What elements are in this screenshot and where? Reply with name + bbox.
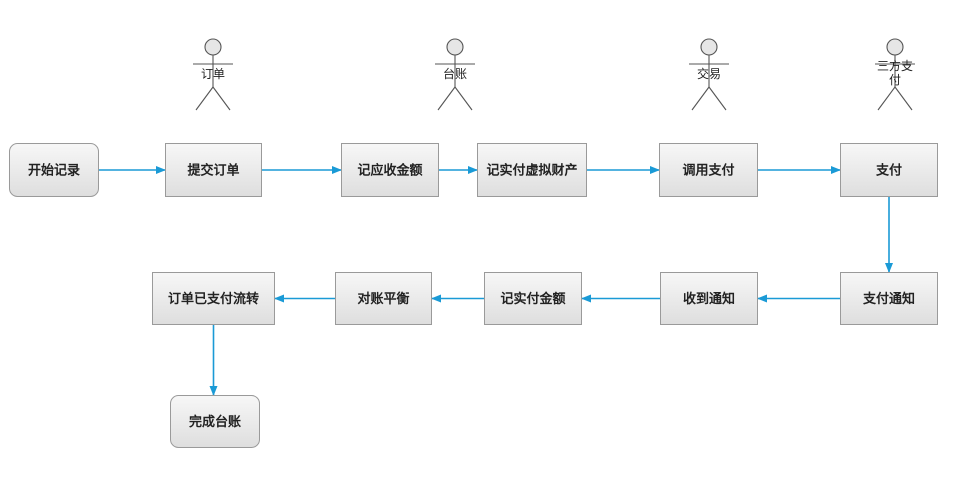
node-start-record[interactable]: 开始记录 — [9, 143, 99, 197]
actor-label-line2: 付 — [889, 73, 901, 87]
actor-stroke — [877, 86, 896, 111]
node-box — [152, 272, 275, 325]
node-label: 支付 — [875, 163, 902, 179]
actor-stroke — [894, 86, 913, 111]
node-label: 订单已支付流转 — [168, 291, 259, 307]
node-box — [335, 272, 432, 325]
actor-icon — [886, 38, 904, 56]
node-reconcile-balance[interactable]: 对账平衡 — [335, 272, 432, 325]
actor-ledger: 台账 — [435, 38, 475, 111]
node-payment-notice[interactable]: 支付通知 — [840, 272, 938, 325]
node-label: 记实付金额 — [500, 291, 565, 307]
actor-icon — [700, 38, 718, 56]
node-submit-order[interactable]: 提交订单 — [165, 143, 262, 197]
edges-layer — [99, 166, 893, 396]
node-box — [660, 272, 758, 325]
actor-label: 交易 — [697, 66, 721, 81]
node-record-receivable[interactable]: 记应收金额 — [341, 143, 439, 197]
actor-stroke — [212, 86, 231, 111]
node-box — [840, 143, 938, 197]
nodes-layer: 开始记录 提交订单 记应收金额 记实付虚拟财产 调用支付 支付 支付通知 收到通… — [9, 143, 938, 448]
actor-stroke — [691, 86, 710, 111]
node-receive-notice[interactable]: 收到通知 — [660, 272, 758, 325]
node-box — [484, 272, 582, 325]
actor-icon — [204, 38, 222, 56]
actor-stroke — [437, 86, 456, 111]
node-label: 提交订单 — [187, 163, 239, 179]
actor-label: 三方支 — [877, 58, 913, 73]
node-label: 记实付虚拟财产 — [486, 163, 577, 179]
node-order-paid-flow[interactable]: 订单已支付流转 — [152, 272, 275, 325]
node-box — [9, 143, 99, 197]
node-label: 完成台账 — [189, 414, 241, 430]
node-payment[interactable]: 支付 — [840, 143, 938, 197]
node-box — [170, 395, 260, 448]
node-label: 支付通知 — [862, 291, 915, 307]
node-box — [840, 272, 938, 325]
actor-label: 台账 — [443, 66, 467, 81]
node-label: 记应收金额 — [357, 163, 422, 179]
node-record-paid-virtual-asset[interactable]: 记实付虚拟财产 — [477, 143, 587, 197]
node-label: 开始记录 — [28, 163, 80, 179]
node-box — [477, 143, 587, 197]
node-label: 调用支付 — [682, 163, 734, 179]
actor-order: 订单 — [193, 38, 233, 111]
actor-stroke — [708, 86, 727, 111]
node-label: 对账平衡 — [357, 291, 409, 307]
actor-icon — [446, 38, 464, 56]
actor-stroke — [454, 86, 473, 111]
node-box — [341, 143, 439, 197]
node-call-payment[interactable]: 调用支付 — [659, 143, 758, 197]
actor-label: 订单 — [201, 67, 225, 81]
node-box — [165, 143, 262, 197]
actor-stroke — [195, 86, 214, 111]
node-complete-ledger[interactable]: 完成台账 — [170, 395, 260, 448]
node-box — [659, 143, 758, 197]
node-record-paid-amount[interactable]: 记实付金额 — [484, 272, 582, 325]
actor-trade: 交易 — [689, 38, 729, 111]
node-label: 收到通知 — [683, 291, 735, 307]
